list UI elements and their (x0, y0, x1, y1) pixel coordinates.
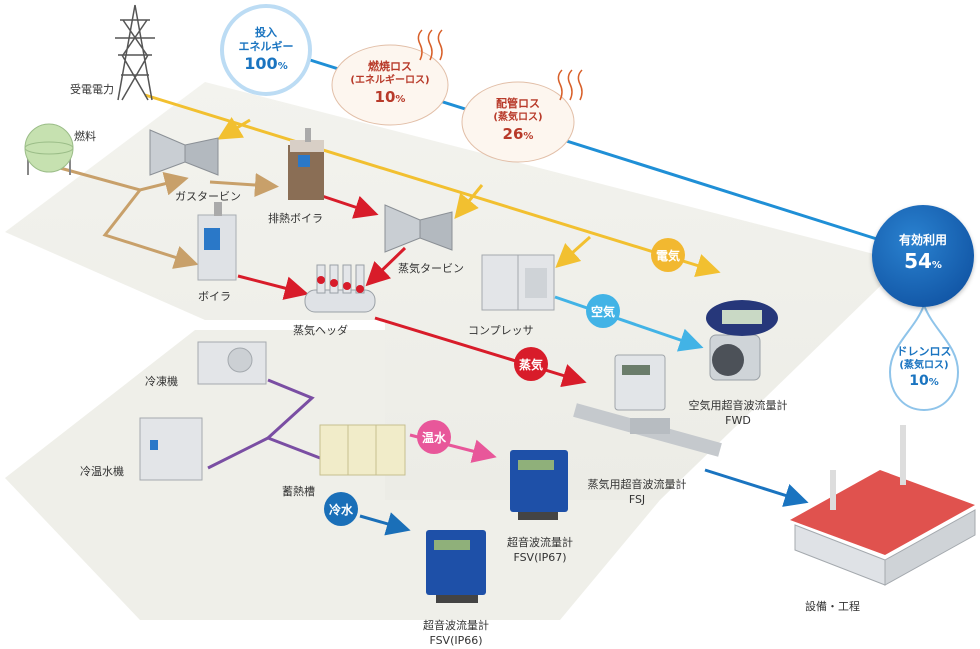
piping-loss-cloud (461, 81, 575, 163)
label-fuel: 燃料 (74, 130, 96, 143)
compressor-icon (481, 254, 555, 311)
label-waste-heat-boiler: 排熱ボイラ (268, 212, 323, 225)
fsj-meter-icon (573, 354, 722, 457)
label-gas-turbine: ガスタービン (175, 190, 241, 203)
tag-electricity: 電気 (651, 238, 685, 272)
label-fsv67: 超音波流量計 FSV(IP67) (507, 536, 573, 564)
electricity-lines (144, 93, 721, 278)
drain-loss-title: ドレンロス (896, 345, 952, 358)
effective-use-title: 有効利用 (898, 233, 947, 247)
fsv66-meter-icon (426, 530, 486, 603)
heat-storage-icon (319, 424, 406, 476)
fuel-lines (59, 166, 279, 269)
energy-input-title: 投入 エネルギー (238, 26, 294, 53)
drain-loss-value: 10% (909, 373, 939, 389)
label-steam-meter: 蒸気用超音波流量計 FSJ (587, 478, 687, 506)
effective-use-bubble: 有効利用 54% (872, 205, 974, 307)
piping-loss-title: 配管ロス (495, 97, 540, 110)
steam-turbine-icon (384, 204, 453, 253)
label-air-meter: 空気用超音波流量計 FWD (688, 399, 788, 427)
label-boiler: ボイラ (198, 290, 231, 303)
label-refrigerator: 冷凍機 (145, 375, 178, 388)
gas-turbine-icon (149, 129, 219, 176)
refrig-lines (207, 378, 321, 470)
cold-water-line (359, 512, 411, 536)
combustion-loss-title: 燃焼ロス (367, 60, 412, 73)
effective-use-value: 54% (904, 249, 942, 273)
combustion-loss-text: 燃焼ロス (エネルギーロス) 10% (350, 60, 429, 110)
tag-steam: 蒸気 (514, 347, 548, 381)
fwd-meter-icon (706, 300, 778, 381)
drain-loss-text: ドレンロス (蒸気ロス) 10% (890, 345, 958, 392)
label-compressor: コンプレッサ (468, 324, 534, 337)
fuel-tank-icon (24, 123, 74, 175)
fsv67-meter-icon (510, 450, 568, 520)
power-tower-icon (115, 4, 155, 101)
chiller-icon (139, 417, 203, 481)
factory-line (704, 468, 809, 507)
floor-upper (5, 82, 905, 500)
refrigerator-icon (197, 341, 267, 385)
waste-heat-boiler-icon (288, 128, 324, 200)
label-heat-storage: 蓄熱槽 (282, 485, 315, 498)
combustion-loss-value: 10% (374, 88, 406, 106)
label-chiller-heater: 冷温水機 (80, 465, 124, 478)
steam-header-icon (304, 264, 376, 313)
energy-input-bubble: 投入 エネルギー 100% (220, 4, 312, 96)
label-steam-turbine: 蒸気タービン (398, 262, 464, 275)
combustion-loss-sub: (エネルギーロス) (350, 75, 430, 86)
tag-air: 空気 (586, 294, 620, 328)
energy-input-value: 100% (244, 54, 288, 73)
label-steam-header: 蒸気ヘッダ (293, 324, 348, 337)
drain-loss-drop (888, 302, 960, 412)
factory-icon (790, 425, 976, 586)
tag-cold-water: 冷水 (324, 492, 358, 526)
air-line (554, 295, 704, 352)
drain-loss-sub: (蒸気ロス) (899, 360, 949, 371)
piping-loss-sub: (蒸気ロス) (493, 112, 543, 123)
label-facility: 設備・工程 (805, 600, 860, 613)
piping-loss-text: 配管ロス (蒸気ロス) 26% (493, 97, 542, 147)
label-fsv66: 超音波流量計 FSV(IP66) (423, 619, 489, 647)
label-power-receiving: 受電電力 (70, 83, 114, 96)
piping-loss-value: 26% (502, 125, 534, 143)
tag-hot-water: 温水 (417, 420, 451, 454)
heat-wave-icons (417, 29, 583, 101)
combustion-loss-cloud (331, 44, 449, 126)
boiler-icon (197, 202, 237, 281)
